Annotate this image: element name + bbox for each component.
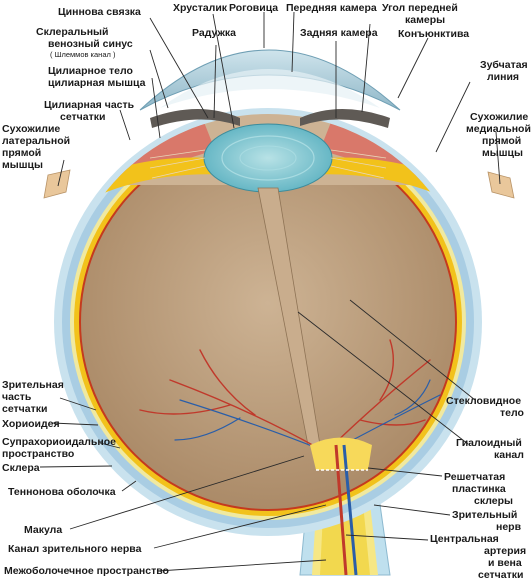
optic-disc xyxy=(310,437,372,576)
label-central-vessels-1: Центральная xyxy=(430,533,499,545)
label-medial-rectus-2: медиальной xyxy=(466,123,531,135)
label-lateral-rectus-1: Сухожилие xyxy=(2,123,60,135)
label-central-vessels-3: и вена xyxy=(488,557,522,569)
label-central-vessels-2: артерия xyxy=(484,545,526,557)
label-optic-retina-2: часть xyxy=(2,391,32,403)
label-sclera: Склера xyxy=(2,462,40,474)
label-scleral-sinus-1: Склеральный xyxy=(36,26,108,38)
retinal-vessels xyxy=(139,339,441,451)
label-ciliary-body-2: цилиарная мышца xyxy=(48,77,146,89)
leader-lines xyxy=(39,11,501,572)
label-optic-nerve-2: нерв xyxy=(496,521,522,533)
label-zinn: Циннова связка xyxy=(58,6,141,18)
label-choroid: Хориоидея xyxy=(2,418,60,430)
lateral-rectus-tendon xyxy=(43,169,71,199)
label-anterior-chamber: Передняя камера xyxy=(286,2,377,14)
label-vitreous-2: тело xyxy=(500,407,524,419)
label-intersheath: Межоболочечное пространство xyxy=(4,565,169,577)
label-ora-2: линия xyxy=(487,71,519,83)
label-suprachoroid-1: Супрахориоидальное xyxy=(2,436,116,448)
label-optic-canal: Канал зрительного нерва xyxy=(8,543,142,555)
label-scleral-sinus-2: венозный синус xyxy=(48,38,133,50)
iris-right xyxy=(300,109,390,128)
label-hyaloid-1: Гиалоидный xyxy=(456,437,522,449)
label-retina-ciliary-1: Цилиарная часть xyxy=(44,99,135,111)
label-iris: Радужка xyxy=(192,27,236,39)
vitreous-body xyxy=(81,135,455,509)
label-optic-retina-3: сетчатки xyxy=(2,403,47,415)
label-ora-1: Зубчатая xyxy=(480,59,528,71)
label-lateral-rectus-3: прямой xyxy=(2,147,41,159)
label-lamina-3: склеры xyxy=(474,495,513,507)
label-lamina-1: Решетчатая xyxy=(444,471,505,483)
label-hyaloid-2: канал xyxy=(494,449,524,461)
label-medial-rectus-1: Сухожилие xyxy=(470,111,528,123)
zonule-fibers xyxy=(149,149,387,179)
label-angle-2: камеры xyxy=(405,14,445,26)
label-optic-nerve-1: Зрительный xyxy=(452,509,517,521)
label-medial-rectus-3: прямой xyxy=(482,135,521,147)
lens xyxy=(203,123,333,193)
label-lateral-rectus-2: латеральной xyxy=(2,135,70,147)
label-scleral-sinus-note: ( Шлеммов канал ) xyxy=(50,50,116,59)
label-macula: Макула xyxy=(24,524,62,536)
label-central-vessels-4: сетчатки xyxy=(478,569,523,579)
label-retina-ciliary-2: сетчатки xyxy=(60,111,105,123)
label-conjunctiva: Конъюнктива xyxy=(398,28,469,40)
label-tenon: Теннонова оболочка xyxy=(8,486,116,498)
medial-rectus-tendon xyxy=(487,171,515,199)
label-lens: Хрусталик xyxy=(173,2,228,14)
label-ciliary-body-1: Цилиарное тело xyxy=(48,65,133,77)
label-optic-retina-1: Зрительная xyxy=(2,379,64,391)
label-medial-rectus-4: мышцы xyxy=(482,147,523,159)
iris-left xyxy=(150,109,240,128)
label-suprachoroid-2: пространство xyxy=(2,448,74,460)
label-posterior-chamber: Задняя камера xyxy=(300,27,378,39)
label-cornea: Роговица xyxy=(229,2,278,14)
label-lateral-rectus-4: мышцы xyxy=(2,159,43,171)
label-lamina-2: пластинка xyxy=(452,483,506,495)
label-vitreous-1: Стекловидное xyxy=(446,395,521,407)
label-angle-1: Угол передней xyxy=(382,2,458,14)
